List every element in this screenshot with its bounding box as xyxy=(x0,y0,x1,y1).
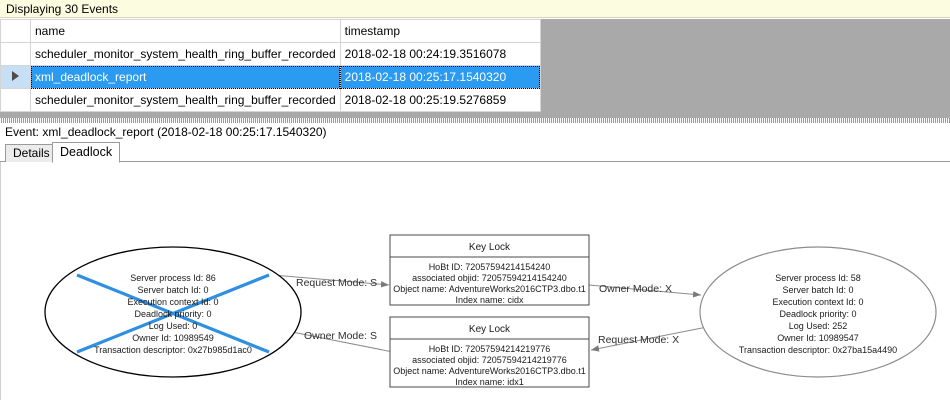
edge-label: Request Mode: S xyxy=(296,277,377,289)
edge-survivor-request-bottom: Request Mode: X xyxy=(590,326,708,352)
resource-line: Object name: AdventureWorks2016CTP3.dbo.… xyxy=(393,366,585,376)
column-header-timestamp[interactable]: timestamp xyxy=(339,19,541,43)
table-row[interactable]: xml_deadlock_report 2018-02-18 00:25:17.… xyxy=(0,65,541,89)
victim-line: Transaction descriptor: 0x27b985d1ac0 xyxy=(94,345,252,355)
survivor-line: Server batch Id: 0 xyxy=(782,285,853,295)
edge-victim-request-top: Request Mode: S xyxy=(272,274,390,289)
resource-line: HoBt ID: 72057594214154240 xyxy=(429,262,551,272)
horizontal-splitter[interactable] xyxy=(0,118,950,123)
edge-label: Request Mode: X xyxy=(598,334,679,346)
edge-survivor-owner-top: Owner Mode: X xyxy=(588,283,702,298)
events-count-banner: Displaying 30 Events xyxy=(0,0,950,18)
events-table-body: scheduler_monitor_system_health_ring_buf… xyxy=(0,42,541,112)
column-header-selector[interactable] xyxy=(0,19,31,43)
victim-line: Server process Id: 86 xyxy=(130,273,216,283)
cell-name[interactable]: xml_deadlock_report xyxy=(30,65,341,89)
tab-strip: Details Deadlock xyxy=(0,142,950,163)
row-selector[interactable] xyxy=(0,42,31,66)
edge-label: Owner Mode: S xyxy=(304,330,377,342)
row-selector[interactable] xyxy=(0,65,31,89)
resource-line: associated objid: 72057594214219776 xyxy=(412,355,567,365)
survivor-line: Server process Id: 58 xyxy=(775,273,861,283)
resource-line: associated objid: 72057594214154240 xyxy=(412,273,567,283)
tab-details[interactable]: Details xyxy=(5,144,58,162)
column-header-name[interactable]: name xyxy=(30,19,341,43)
table-row[interactable]: scheduler_monitor_system_health_ring_buf… xyxy=(0,88,541,112)
resource-line: Object name: AdventureWorks2016CTP3.dbo.… xyxy=(393,284,585,294)
table-row[interactable]: scheduler_monitor_system_health_ring_buf… xyxy=(0,42,541,66)
events-count-label: Displaying 30 Events xyxy=(6,1,119,16)
cell-name[interactable]: scheduler_monitor_system_health_ring_buf… xyxy=(30,42,341,66)
survivor-line: Log Used: 252 xyxy=(789,321,848,331)
cell-timestamp[interactable]: 2018-02-18 00:25:17.1540320 xyxy=(339,65,541,89)
deadlock-graph-canvas[interactable]: Request Mode: S Owner Mode: X Owner Mode… xyxy=(0,162,950,400)
cell-timestamp[interactable]: 2018-02-18 00:25:19.5276859 xyxy=(339,88,541,112)
victim-line: Server batch Id: 0 xyxy=(137,285,208,295)
resource-line: Index name: cidx xyxy=(455,295,524,305)
resource-title: Key Lock xyxy=(469,324,511,335)
victim-cross-icon xyxy=(76,273,270,354)
resource-line: Index name: idx1 xyxy=(455,377,524,387)
survivor-line: Deadlock priority: 0 xyxy=(779,309,856,319)
cell-timestamp[interactable]: 2018-02-18 00:24:19.3516078 xyxy=(339,42,541,66)
resource-title: Key Lock xyxy=(469,242,511,253)
row-selector-arrow-icon xyxy=(12,71,19,81)
victim-line: Owner Id: 10989549 xyxy=(132,333,214,343)
victim-line: Deadlock priority: 0 xyxy=(134,309,211,319)
events-grid[interactable]: name timestamp scheduler_monitor_system_… xyxy=(0,19,950,118)
survivor-line: Execution context Id: 0 xyxy=(772,297,863,307)
tab-deadlock[interactable]: Deadlock xyxy=(52,142,121,163)
edge-victim-owner-bottom: Owner Mode: S xyxy=(281,328,394,353)
survivor-line: Transaction descriptor: 0x27ba15a4490 xyxy=(739,345,897,355)
key-lock-resource-top[interactable]: Key Lock HoBt ID: 72057594214154240 asso… xyxy=(389,234,590,306)
key-lock-resource-bottom[interactable]: Key Lock HoBt ID: 72057594214219776 asso… xyxy=(389,316,590,388)
event-caption: Event: xml_deadlock_report (2018-02-18 0… xyxy=(0,123,950,142)
row-selector[interactable] xyxy=(0,88,31,112)
resource-line: HoBt ID: 72057594214219776 xyxy=(429,344,551,354)
deadlock-survivor-process-node[interactable]: Server process Id: 58 Server batch Id: 0… xyxy=(699,246,937,378)
deadlock-victim-process-node[interactable]: Server process Id: 86 Server batch Id: 0… xyxy=(44,246,302,378)
edge-label: Owner Mode: X xyxy=(599,283,672,295)
cell-name[interactable]: scheduler_monitor_system_health_ring_buf… xyxy=(30,88,341,112)
events-table: name timestamp scheduler_monitor_system_… xyxy=(0,19,541,112)
survivor-line: Owner Id: 10989547 xyxy=(777,333,859,343)
victim-line: Execution context Id: 0 xyxy=(127,297,218,307)
table-header-row: name timestamp xyxy=(0,19,541,43)
victim-line: Log Used: 0 xyxy=(149,321,198,331)
